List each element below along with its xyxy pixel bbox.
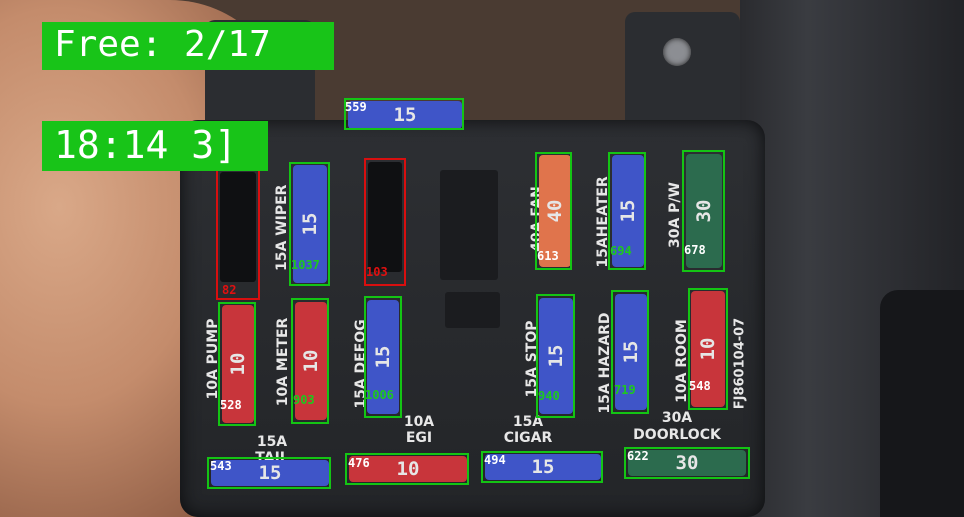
detection-box-hazard [611,290,649,414]
detection-id: 694 [610,244,632,258]
fuse-heater: 15 [612,155,644,267]
fuse-cigar: 15 [485,454,601,480]
free-slots-counter: Free: 2/17 [42,22,334,70]
detection-box-defog [364,296,402,418]
fuse-stop: 15 [539,298,573,414]
fuse-pump: 10 [222,305,254,423]
label-part-number: FJ860104-07 [732,317,748,410]
detection-id: 103 [366,265,388,279]
detection-id: 903 [293,393,315,407]
detection-box-pw [682,150,725,272]
fuse-rating: 15 [258,462,282,484]
label-egi: 10A EGI [403,414,435,446]
detection-box-heater [608,152,646,270]
label-doorlock: 30A DOORLOCK [633,410,721,443]
detection-box-room [688,288,728,410]
fuse-tail: 15 [211,460,329,486]
fuse-wiper: 15 [293,165,327,283]
detection-box-top [344,98,464,130]
detection-box-tail [207,457,331,489]
empty-fuse-slot-2 [368,162,402,272]
label-room: 10A ROOM [674,319,690,403]
fuse-pw: 30 [686,154,722,268]
fuse-hazard: 15 [615,294,647,410]
detection-id: 559 [345,100,367,114]
relay-socket [440,170,498,280]
detection-id: 528 [220,398,242,412]
detection-id: 1037 [291,258,320,272]
label-meter: 10A METER [275,317,291,407]
fuse-defog: 15 [367,300,399,414]
fuse-rating: 15 [393,104,417,126]
label-wiper: 15A WIPER [274,184,290,271]
detection-box-wiper [289,162,330,286]
relay-socket-small [445,292,500,328]
fuse-doorlock: 30 [628,450,746,476]
detection-id: 613 [537,249,559,263]
detection-id: 719 [614,383,636,397]
detection-box-empty-2 [364,158,406,286]
detection-id: 622 [627,449,649,463]
fuse-egi: 10 [349,456,467,482]
detection-box-empty-1 [216,168,260,300]
fuse-meter: 10 [295,302,327,420]
empty-fuse-slot-1 [220,172,256,282]
detection-id: 678 [684,243,706,257]
fuse-rating: 15 [531,456,555,478]
fuse-top: 15 [348,101,462,129]
fuse-fan: 40 [539,155,571,267]
detection-box-egi [345,453,469,485]
timestamp-readout: 18:14 3] [42,121,268,171]
detection-box-pump [218,302,256,426]
detection-box-meter [291,298,329,424]
fuse-room: 10 [691,291,725,407]
detection-box-fan [535,152,572,270]
label-pw: 30A P/W [667,182,683,249]
detection-id: 543 [210,459,232,473]
mounting-hole [663,38,691,66]
detection-id: 1006 [365,388,394,402]
detection-id: 82 [222,283,237,297]
detection-box-doorlock [624,447,750,479]
detection-id: 494 [484,453,506,467]
label-hazard: 15A HAZARD [597,312,613,414]
dashboard-panel [880,290,964,517]
detection-box-cigar [481,451,603,483]
fuse-rating: 30 [675,452,699,474]
detection-id: 940 [538,389,560,403]
label-cigar: 15A CIGAR [503,414,553,446]
detection-id: 476 [348,456,370,470]
fuse-rating: 10 [396,458,420,480]
mounting-tab-right [625,12,740,132]
detection-box-stop [536,294,575,418]
detection-id: 548 [689,379,711,393]
